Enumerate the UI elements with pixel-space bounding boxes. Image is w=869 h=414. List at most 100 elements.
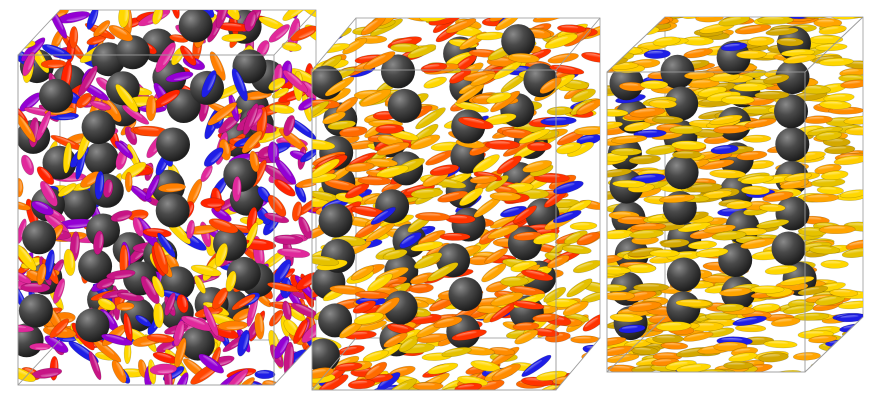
ellipsoid (576, 231, 600, 246)
ellipsoid (225, 270, 237, 292)
ellipsoid (145, 95, 157, 122)
ellipsoid (643, 49, 671, 59)
ellipsoid (80, 171, 101, 188)
ellipsoid (36, 263, 47, 286)
ellipsoid (659, 194, 696, 204)
ellipsoid (629, 107, 666, 118)
ellipsoid (809, 245, 841, 255)
ellipsoid (570, 335, 600, 344)
ellipsoid (470, 360, 501, 372)
ellipsoid (681, 36, 714, 46)
ellipsoid (512, 321, 540, 331)
ellipsoid (40, 180, 58, 207)
ellipsoid (207, 102, 238, 126)
ellipsoid (633, 283, 670, 292)
ellipsoid (818, 25, 847, 35)
ellipsoid (470, 73, 496, 87)
ellipsoid (123, 341, 132, 365)
ellipsoid (40, 59, 67, 69)
ellipsoid (390, 42, 420, 53)
ellipsoid (701, 274, 734, 284)
ellipsoid (490, 292, 524, 307)
ellipsoid (660, 238, 690, 248)
ellipsoid (21, 154, 35, 176)
ellipsoid (399, 232, 422, 249)
ellipsoid (792, 352, 821, 361)
ellipsoid (115, 83, 139, 113)
ellipsoid (514, 329, 539, 345)
ellipsoid (86, 10, 99, 30)
ellipsoid (783, 304, 814, 315)
ellipsoid (709, 114, 743, 125)
ellipsoid (581, 351, 600, 362)
ellipsoid (146, 333, 175, 344)
ellipsoid (581, 51, 600, 63)
ellipsoid (833, 155, 863, 166)
ellipsoid (221, 33, 247, 43)
ellipsoid (153, 241, 169, 275)
ellipsoid (639, 80, 669, 90)
ellipsoid (364, 361, 388, 380)
ellipsoid (268, 309, 284, 327)
ellipsoid (728, 352, 758, 363)
ellipsoid (324, 179, 359, 191)
ellipsoid (18, 324, 35, 333)
ellipsoid (779, 276, 815, 286)
ellipsoid (501, 128, 534, 139)
sphere (381, 54, 415, 89)
ellipsoid (725, 200, 753, 210)
ellipsoid (367, 273, 393, 293)
ellipsoid (277, 247, 311, 258)
ellipsoid (282, 10, 309, 21)
ellipsoid (41, 44, 73, 60)
ellipsoid (521, 269, 554, 281)
ellipsoid (518, 128, 551, 144)
ellipsoid (581, 363, 600, 376)
ellipsoid (410, 134, 441, 150)
ellipsoid (687, 240, 718, 250)
ellipsoid (779, 178, 810, 190)
ellipsoid (353, 312, 384, 325)
ellipsoid (271, 87, 290, 99)
ellipsoid (816, 186, 844, 195)
ellipsoid (687, 78, 720, 89)
ellipsoid (562, 244, 592, 255)
ellipsoid (472, 154, 500, 174)
ellipsoid (153, 302, 164, 329)
ellipsoid (176, 294, 189, 314)
ellipsoid (300, 148, 316, 163)
ellipsoid (839, 365, 863, 372)
ellipsoid (735, 24, 772, 35)
ellipsoid (92, 338, 122, 363)
ellipsoid (823, 93, 855, 103)
ellipsoid (763, 74, 790, 85)
ellipsoid (312, 367, 335, 379)
box-front-edges (311, 17, 601, 391)
ellipsoid (695, 247, 729, 258)
sphere (78, 249, 113, 284)
ellipsoid (623, 121, 652, 132)
sphere (771, 231, 806, 266)
ellipsoid (281, 41, 302, 52)
ellipsoid (762, 191, 794, 202)
ellipsoid (366, 158, 398, 168)
ellipsoid (764, 265, 798, 275)
sphere (501, 24, 536, 59)
ellipsoid (473, 195, 502, 218)
ellipsoid (63, 248, 76, 276)
ellipsoid (840, 79, 863, 89)
ellipsoid (607, 291, 636, 301)
ellipsoid (486, 92, 512, 104)
ellipsoid (839, 189, 863, 199)
ellipsoid (512, 300, 545, 310)
ellipsoid (732, 315, 767, 327)
sphere (312, 338, 340, 373)
ellipsoid (101, 333, 133, 346)
ellipsoid (607, 17, 636, 27)
ellipsoid (246, 294, 259, 327)
ellipsoid (847, 17, 863, 18)
ellipsoid (375, 124, 404, 134)
sphere (39, 78, 73, 113)
ellipsoid (295, 10, 316, 18)
